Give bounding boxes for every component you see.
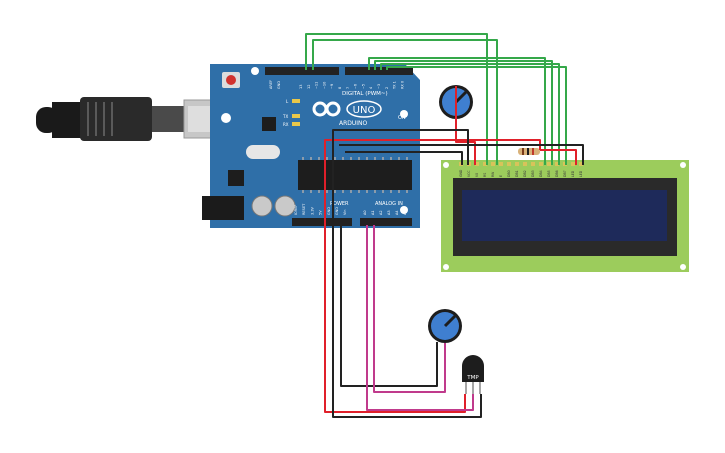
lcd-pin-label: DB3 bbox=[531, 170, 535, 177]
wire-green-6 bbox=[386, 66, 567, 165]
digital-pin-label: ~5 bbox=[361, 84, 365, 89]
analog-pin-label: A3 bbox=[387, 210, 391, 215]
sensor-label: TMP bbox=[466, 375, 479, 381]
digital-header-left bbox=[265, 67, 339, 75]
infinity-logo bbox=[312, 101, 341, 117]
aref-label: AREF bbox=[269, 80, 273, 89]
wire-green-3 bbox=[368, 57, 546, 165]
l-led-label: L bbox=[286, 99, 289, 104]
wire-black-2 bbox=[332, 225, 482, 418]
wire-green-5 bbox=[380, 63, 560, 165]
wire-red-2 bbox=[540, 149, 577, 165]
wire-green-4 bbox=[374, 60, 553, 165]
power-pin-label: GND bbox=[327, 207, 331, 215]
digital-pin-label: 13 bbox=[299, 85, 303, 89]
regulator bbox=[228, 170, 244, 186]
power-pin-label: GND bbox=[335, 207, 339, 215]
rx-led-label: RX bbox=[283, 122, 289, 127]
wire-black-1 bbox=[332, 129, 469, 225]
lcd-pin-label: DB6 bbox=[555, 170, 559, 177]
lcd-pin-label: V0 bbox=[475, 173, 479, 177]
wire-green-1 bbox=[305, 33, 488, 165]
lcd-pin-label: DB7 bbox=[563, 170, 567, 177]
arduino-uno-board: DIGITAL (PWM~) ARDUINO UNO ON L TX RX PO… bbox=[202, 64, 420, 228]
analog-pin-label: A2 bbox=[379, 210, 383, 215]
potentiometer-2[interactable] bbox=[428, 309, 462, 343]
power-pin-label: 5V bbox=[319, 210, 323, 215]
wires bbox=[305, 33, 584, 418]
lcd-pin-label: DB4 bbox=[539, 170, 543, 177]
digital-pin-label: TX 1 bbox=[393, 81, 397, 90]
wire-black-4 bbox=[339, 144, 584, 165]
resistor bbox=[518, 148, 540, 155]
arduino-brand: ARDUINO bbox=[339, 120, 368, 127]
tx-led-label: TX bbox=[282, 114, 288, 119]
lcd-screen bbox=[462, 190, 667, 241]
lcd-pin-label: RS bbox=[483, 173, 487, 177]
wire-red-3 bbox=[324, 225, 466, 413]
wire-green-2 bbox=[312, 39, 498, 165]
power-pin-label: IOREF bbox=[294, 205, 298, 215]
digital-pin-label: ~11 bbox=[315, 82, 319, 89]
digital-pin-label: 7 bbox=[346, 87, 350, 89]
wire-magenta-1 bbox=[366, 225, 474, 411]
power-jack bbox=[202, 196, 244, 220]
capacitor-1 bbox=[251, 195, 273, 217]
analog-pin-label: A0 bbox=[363, 210, 367, 215]
lcd-pin-label: DB2 bbox=[523, 170, 527, 177]
power-pin-label: 3.3V bbox=[310, 206, 314, 215]
wire-red-4 bbox=[455, 86, 476, 165]
lcd-pin-label: DB1 bbox=[515, 170, 519, 177]
capacitor-2 bbox=[274, 195, 296, 217]
uno-label: UNO bbox=[353, 105, 376, 116]
lcd-pin-label: DB0 bbox=[507, 170, 511, 177]
wire-black-3 bbox=[340, 225, 438, 387]
lcd-pin-label: LED bbox=[571, 170, 575, 177]
lcd-pin-label: RW bbox=[491, 171, 495, 177]
wire-black-5 bbox=[345, 151, 463, 165]
temperature-sensor: TMP bbox=[462, 355, 484, 394]
analog-header bbox=[360, 218, 412, 226]
crystal bbox=[246, 145, 280, 159]
digital-pin-label: ~10 bbox=[322, 82, 326, 89]
digital-pin-label: RX 0 bbox=[400, 81, 404, 89]
digital-pin-label: 8 bbox=[338, 87, 342, 89]
power-pin-label: RESET bbox=[302, 203, 306, 215]
lcd-16x2-module bbox=[441, 160, 689, 272]
lcd-pin-label: E bbox=[499, 175, 503, 177]
on-led-label: ON bbox=[398, 115, 406, 121]
lcd-pin-label: GND bbox=[459, 169, 463, 177]
usb-chip bbox=[262, 117, 276, 131]
lcd-pin-label: LED bbox=[579, 170, 583, 177]
digital-header-right bbox=[345, 67, 413, 75]
lcd-pin-label: DB5 bbox=[547, 170, 551, 177]
gnd-label: GND bbox=[277, 81, 281, 89]
power-label: POWER bbox=[330, 201, 349, 207]
digital-pin-label: ~3 bbox=[377, 84, 381, 89]
digital-pin-label: 12 bbox=[307, 85, 311, 89]
analog-in-label: ANALOG IN bbox=[375, 201, 403, 207]
digital-label: DIGITAL (PWM~) bbox=[342, 91, 388, 97]
lcd-pin-label: VCC bbox=[467, 170, 471, 177]
wire-magenta-2 bbox=[373, 225, 446, 393]
digital-pin-label: 2 bbox=[385, 87, 389, 89]
analog-pin-label: A5 bbox=[403, 210, 407, 215]
digital-pin-label: ~9 bbox=[330, 84, 334, 89]
uno-badge bbox=[346, 100, 382, 118]
power-header bbox=[292, 218, 352, 226]
analog-pin-label: A1 bbox=[371, 210, 375, 215]
power-pin-label: Vin bbox=[343, 209, 347, 215]
usb-cable bbox=[36, 97, 243, 141]
digital-pin-label: 4 bbox=[369, 86, 373, 89]
atmega-chip bbox=[298, 160, 412, 190]
analog-pin-label: A4 bbox=[395, 210, 399, 215]
digital-pin-label: ~6 bbox=[354, 84, 358, 89]
